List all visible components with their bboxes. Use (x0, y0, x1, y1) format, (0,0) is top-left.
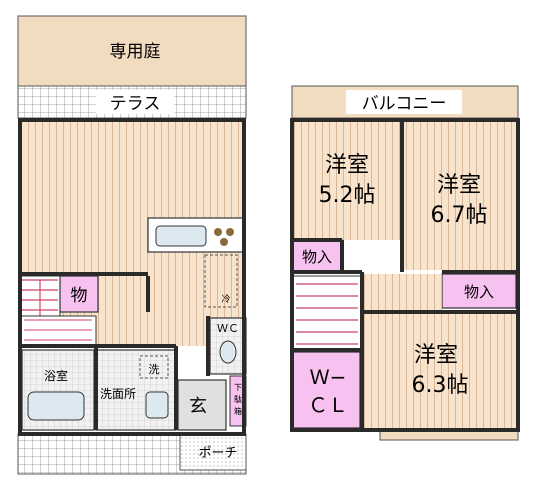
shoe-box-label-2: 駄 (234, 394, 242, 404)
entrance-area (177, 379, 227, 431)
stairs-lines-2 (296, 283, 358, 345)
storage-floor1 (59, 275, 99, 313)
shoe-box-label-3: 箱 (234, 406, 242, 416)
stairs-floor2 (291, 275, 363, 351)
room2-name: 洋室 (437, 173, 481, 198)
balcony-label-bg (346, 90, 462, 114)
bath-label: 浴室 (44, 368, 68, 383)
fridge-label: 冷 (221, 293, 230, 305)
stove-burner-icon (220, 238, 228, 246)
room1-size: 5.2帖 (319, 183, 376, 208)
room3-name: 洋室 (414, 343, 458, 368)
garden-label: 専用庭 (110, 42, 161, 62)
room1-name: 洋室 (325, 153, 369, 178)
room2-size: 6.7帖 (431, 203, 488, 228)
entrance-label: 玄 (189, 396, 207, 417)
stove-burner-icon (226, 228, 234, 236)
floor-2: バルコニー 洋室 5.2帖 洋室 6.7帖 物入 物入 Ｗ− ＣＬ 洋室 6.3… (290, 85, 520, 441)
room3-size: 6.3帖 (412, 373, 469, 398)
floor-1: 専用庭 テラス 冷 物 浴室 洗面所 洗 (17, 15, 247, 475)
terrace-label-bg (96, 90, 174, 114)
western-room-2 (402, 120, 518, 270)
floor2-walls (290, 118, 520, 432)
toilet-icon (219, 340, 237, 364)
hallway-floor2 (362, 274, 442, 314)
storage-right (441, 273, 517, 309)
storage-right-label: 物入 (464, 283, 494, 301)
western-room-3 (360, 314, 518, 430)
balcony-label: バルコニー (362, 94, 447, 114)
western-room-1 (292, 120, 402, 240)
porch-step (179, 433, 247, 471)
washroom-label: 洗面所 (100, 387, 136, 401)
kitchen-sink (155, 225, 207, 247)
stove-burner-icon (214, 228, 222, 236)
wash-basin (145, 391, 169, 419)
porch-label: ポーチ (198, 446, 237, 461)
shoe-box-label-1: 下 (234, 383, 242, 392)
wc-label: ＷＣ (217, 322, 239, 335)
garden-area (17, 15, 247, 87)
floor1-walls (18, 118, 246, 436)
fridge-space (204, 254, 238, 308)
storage-left-label: 物入 (302, 248, 332, 266)
terrace-label: テラス (110, 94, 161, 114)
wic-label-2: ＣＬ (308, 393, 348, 417)
storage-label: 物 (71, 286, 88, 306)
lower-stair-lines (24, 319, 92, 341)
washer-label: 洗 (149, 363, 160, 376)
wic-label-1: Ｗ− (310, 365, 347, 389)
bathtub (27, 391, 85, 421)
lower-stairs (19, 315, 97, 347)
